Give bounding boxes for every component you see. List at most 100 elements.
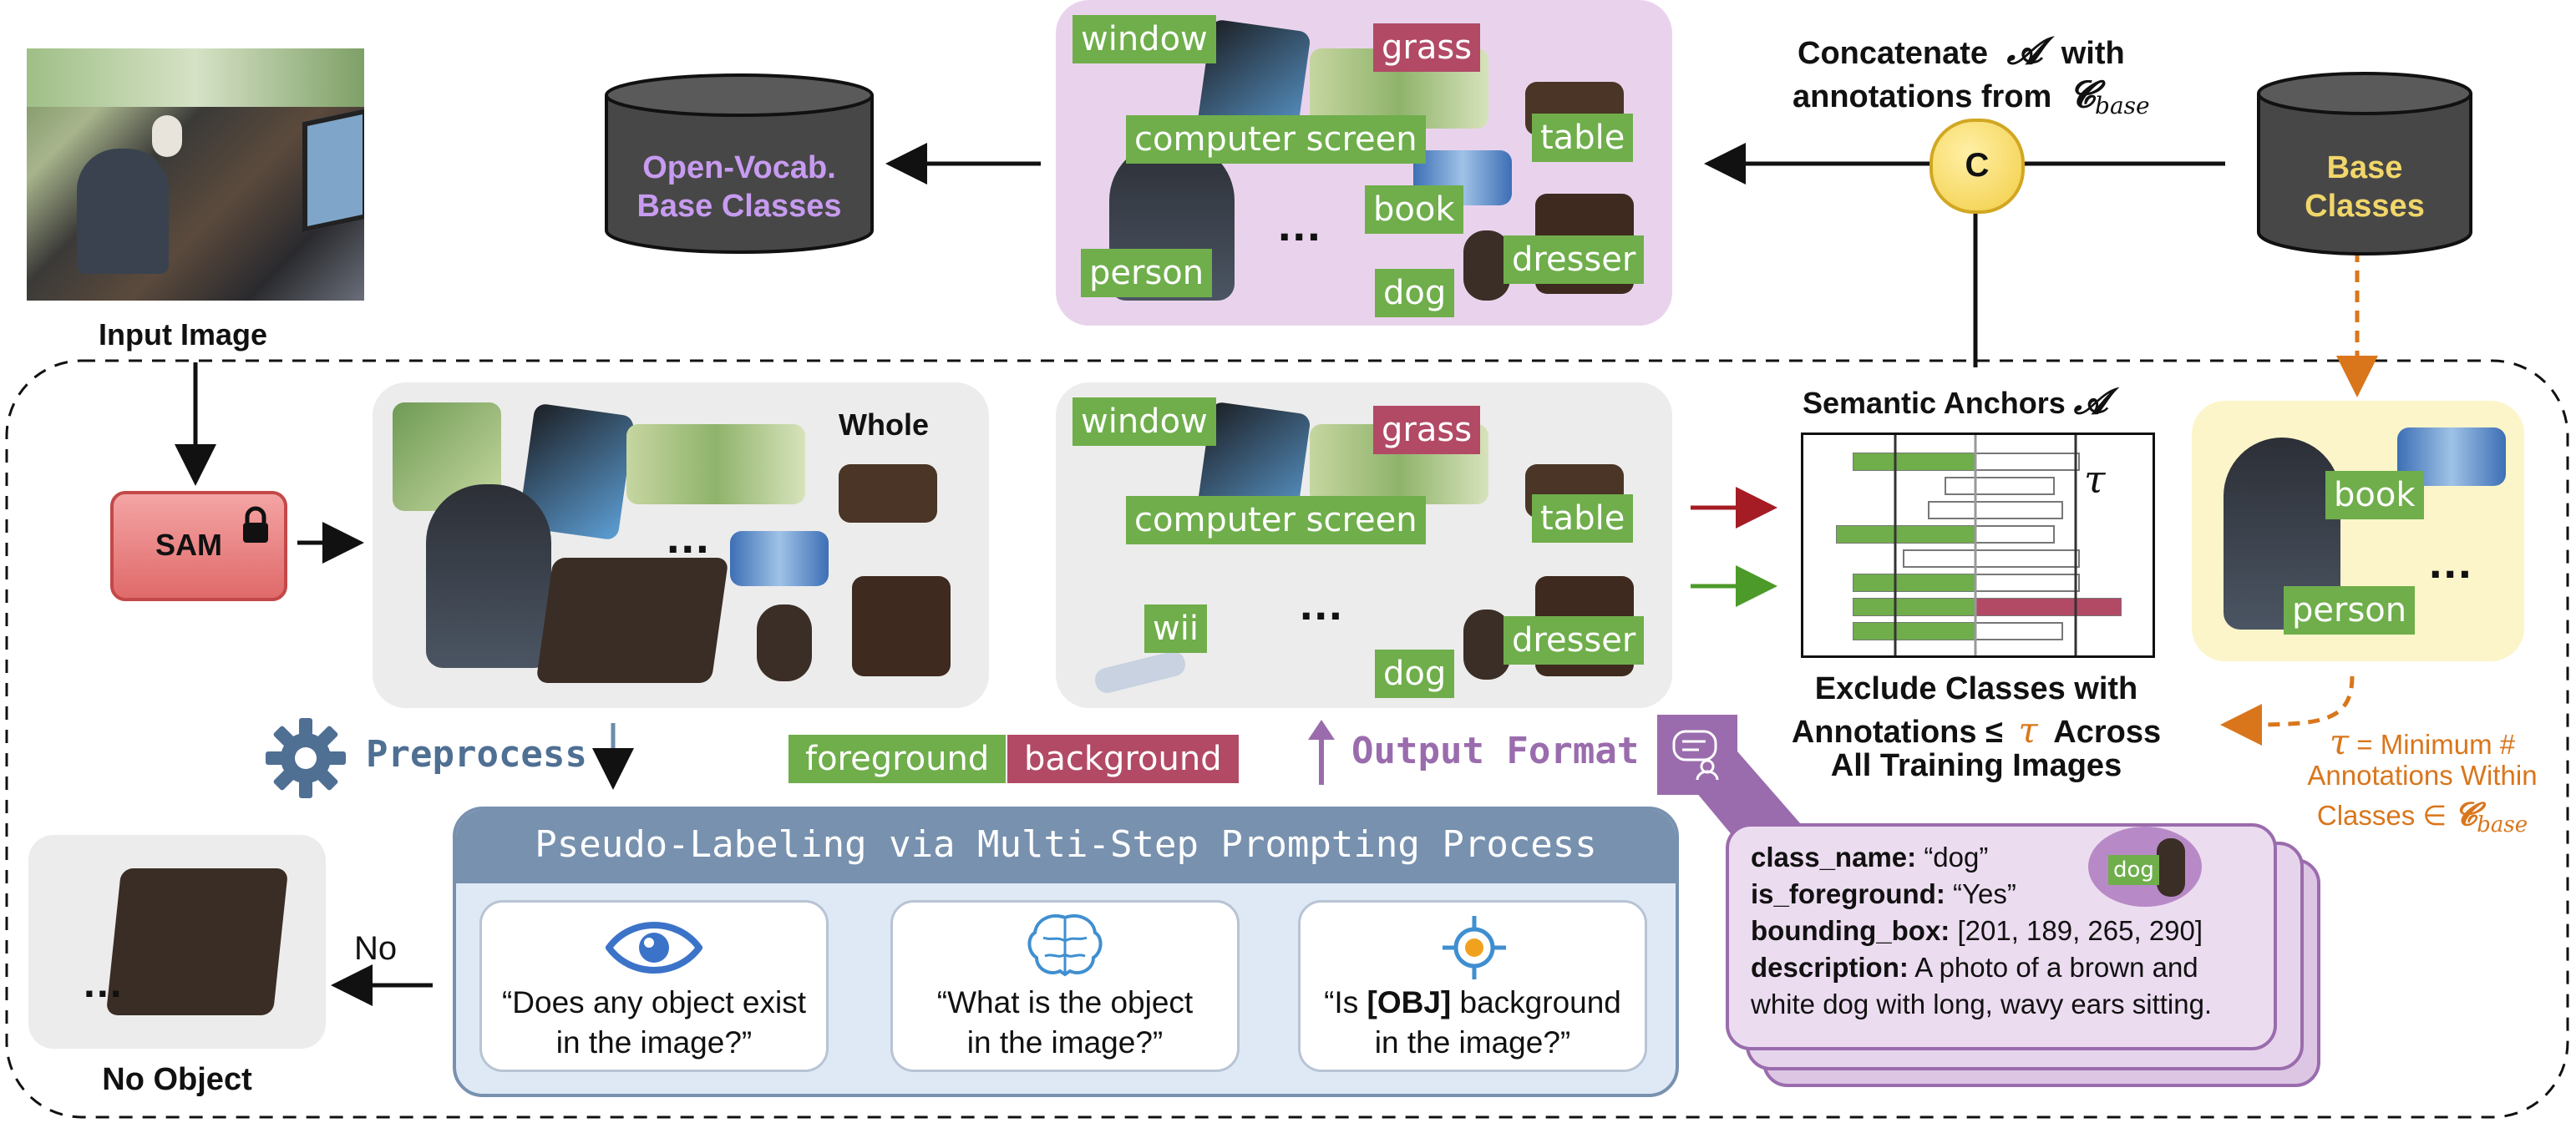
no-object-label: No Object bbox=[102, 1062, 252, 1097]
target-icon bbox=[1443, 916, 1506, 979]
card-key-class-name: class_name: bbox=[1751, 842, 1917, 873]
step1-text: “Does any object exist in the image?” bbox=[482, 983, 826, 1063]
eye-icon bbox=[606, 922, 702, 974]
anchor-bar-outline bbox=[1903, 549, 2080, 568]
input-image-label: Input Image bbox=[99, 317, 268, 352]
tau-def-cbase-sub: base bbox=[2477, 812, 2528, 837]
top-tag-grass: grass bbox=[1373, 23, 1481, 72]
right-tag-person: person bbox=[2284, 586, 2416, 635]
base-classes-db-icon bbox=[2257, 72, 2472, 255]
mid-tag-table: table bbox=[1532, 494, 1634, 543]
card-val-is-foreground: “Yes” bbox=[1953, 878, 2016, 909]
top-dog-seg bbox=[1463, 230, 1510, 301]
card-row-1: class_name: “dog” bbox=[1751, 842, 1988, 873]
anchors-chart: τ bbox=[1801, 433, 2155, 658]
no-object-seg bbox=[105, 868, 289, 1015]
gear-icon bbox=[266, 718, 346, 798]
card-thumb: dog bbox=[2088, 827, 2202, 907]
exclude-line1: Exclude Classes with bbox=[1814, 671, 2138, 706]
step3-background: background bbox=[1459, 985, 1621, 1019]
anchors-tau: τ bbox=[2084, 457, 2106, 502]
brain-icon bbox=[1027, 914, 1103, 977]
whole-dresser-seg bbox=[535, 558, 729, 683]
step-card-2: “What is the object in the image?” bbox=[890, 900, 1240, 1072]
anchors-title-symbol: 𝓐 bbox=[2073, 381, 2108, 422]
concat-post: with bbox=[2061, 36, 2125, 71]
step2-line2: in the image?” bbox=[966, 1025, 1164, 1060]
whole-chair-seg bbox=[852, 576, 951, 676]
card-row-3: bounding_box: [201, 189, 265, 290] bbox=[1751, 915, 2203, 947]
mid-dog-seg bbox=[1463, 610, 1510, 680]
mid-tag-computer-screen: computer screen bbox=[1126, 496, 1426, 544]
step2-text: “What is the object in the image?” bbox=[893, 983, 1237, 1063]
open-vocab-db-icon bbox=[605, 73, 874, 254]
chat-bubble-icon bbox=[1672, 730, 1719, 781]
concat-pre: Concatenate bbox=[1798, 36, 1989, 71]
top-tag-window: window bbox=[1072, 15, 1216, 63]
anchors-chart-svg bbox=[1836, 435, 2122, 655]
exclude-line2-post: Across bbox=[2053, 715, 2162, 750]
mid-tag-grass: grass bbox=[1373, 406, 1481, 454]
step3-obj: [OBJ] bbox=[1367, 985, 1452, 1019]
dashed-region bbox=[5, 359, 2569, 1119]
exclude-line3: All Training Images bbox=[1830, 748, 2122, 783]
mid-tag-dog: dog bbox=[1375, 650, 1455, 698]
sam-label: SAM bbox=[155, 528, 222, 562]
step3-is: “Is bbox=[1324, 985, 1359, 1019]
step2-line1: “What is the object bbox=[936, 985, 1194, 1019]
exclude-line2: Annotations ≤ τ Across bbox=[1751, 710, 2202, 751]
card-key-bounding-box: bounding_box: bbox=[1751, 915, 1950, 946]
base-classes-line2: Classes bbox=[2305, 189, 2425, 224]
legend-background: background bbox=[1007, 735, 1239, 783]
tau-def-line1: τ = Minimum # bbox=[2280, 721, 2564, 762]
no-object-ellipsis: ... bbox=[84, 959, 124, 1006]
step-card-3: “Is [OBJ] background in the image?” bbox=[1298, 900, 1647, 1072]
tau-def-line3: Classes ∈ 𝓒base bbox=[2280, 795, 2564, 837]
pseudo-labeling-title: Pseudo-Labeling via Multi-Step Prompting… bbox=[535, 823, 1597, 866]
input-image bbox=[27, 48, 364, 301]
tau-def-text-1: = Minimum # bbox=[2356, 729, 2516, 760]
right-ellipsis: ... bbox=[2429, 535, 2473, 588]
anchor-bar-excluded bbox=[1975, 599, 2121, 615]
card-row-2: is_foreground: “Yes” bbox=[1751, 878, 2016, 910]
card-key-description: description: bbox=[1751, 952, 1909, 983]
concat-node: C bbox=[1929, 119, 2025, 214]
mid-tag-window: window bbox=[1072, 397, 1216, 446]
legend-foreground: foreground bbox=[789, 735, 1007, 783]
tau-def-cbase: 𝓒 bbox=[2454, 795, 2477, 832]
card-row-4: description: A photo of a brown and bbox=[1751, 952, 2198, 984]
card-thumb-dog bbox=[2157, 838, 2185, 897]
card-val-bounding-box: [201, 189, 265, 290] bbox=[1957, 915, 2203, 946]
anchor-bar-outline bbox=[1928, 501, 2063, 519]
exclude-line2-pre: Annotations ≤ bbox=[1791, 715, 2003, 750]
pseudo-labeling-header bbox=[456, 810, 1676, 883]
card-val-class-name: “dog” bbox=[1924, 842, 1989, 873]
top-tag-book: book bbox=[1365, 185, 1463, 234]
concat-node-label: C bbox=[1965, 147, 1990, 184]
concat-line2: annotations from 𝓒base bbox=[1793, 73, 2150, 119]
whole-book-seg bbox=[730, 531, 829, 586]
whole-grass-seg bbox=[626, 424, 805, 504]
whole-ellipsis: ... bbox=[667, 510, 711, 563]
whole-table-seg bbox=[839, 464, 937, 523]
anchors-title: Semantic Anchors 𝓐 bbox=[1803, 381, 2107, 422]
concat-cbase-symbol: 𝓒 bbox=[2068, 73, 2096, 116]
tau-def-symbol: τ bbox=[2329, 721, 2350, 762]
open-vocab-line2: Base Classes bbox=[636, 189, 842, 224]
top-ellipsis: ... bbox=[1278, 198, 1322, 250]
orange-dashed-curve bbox=[2220, 675, 2355, 746]
concat-line1: Concatenate 𝓐 with bbox=[1798, 30, 2125, 73]
step3-line1: “Is [OBJ] background bbox=[1301, 983, 1645, 1023]
step1-line2: in the image?” bbox=[555, 1025, 753, 1060]
whole-person-seg bbox=[426, 484, 551, 668]
top-tag-dog: dog bbox=[1375, 269, 1455, 317]
anchor-bar-fill bbox=[1853, 453, 1975, 470]
step-card-1: “Does any object exist in the image?” bbox=[479, 900, 829, 1072]
concat-cbase-sub: base bbox=[2095, 92, 2150, 119]
tau-def-line2: Annotations Within bbox=[2307, 760, 2538, 791]
anchor-bar-fill bbox=[1837, 526, 1975, 543]
chat-icon-box bbox=[1657, 715, 1737, 795]
mid-ellipsis: ... bbox=[1300, 577, 1344, 630]
exclude-tau: τ bbox=[2018, 710, 2038, 751]
preprocess-label: Preprocess bbox=[366, 733, 587, 776]
